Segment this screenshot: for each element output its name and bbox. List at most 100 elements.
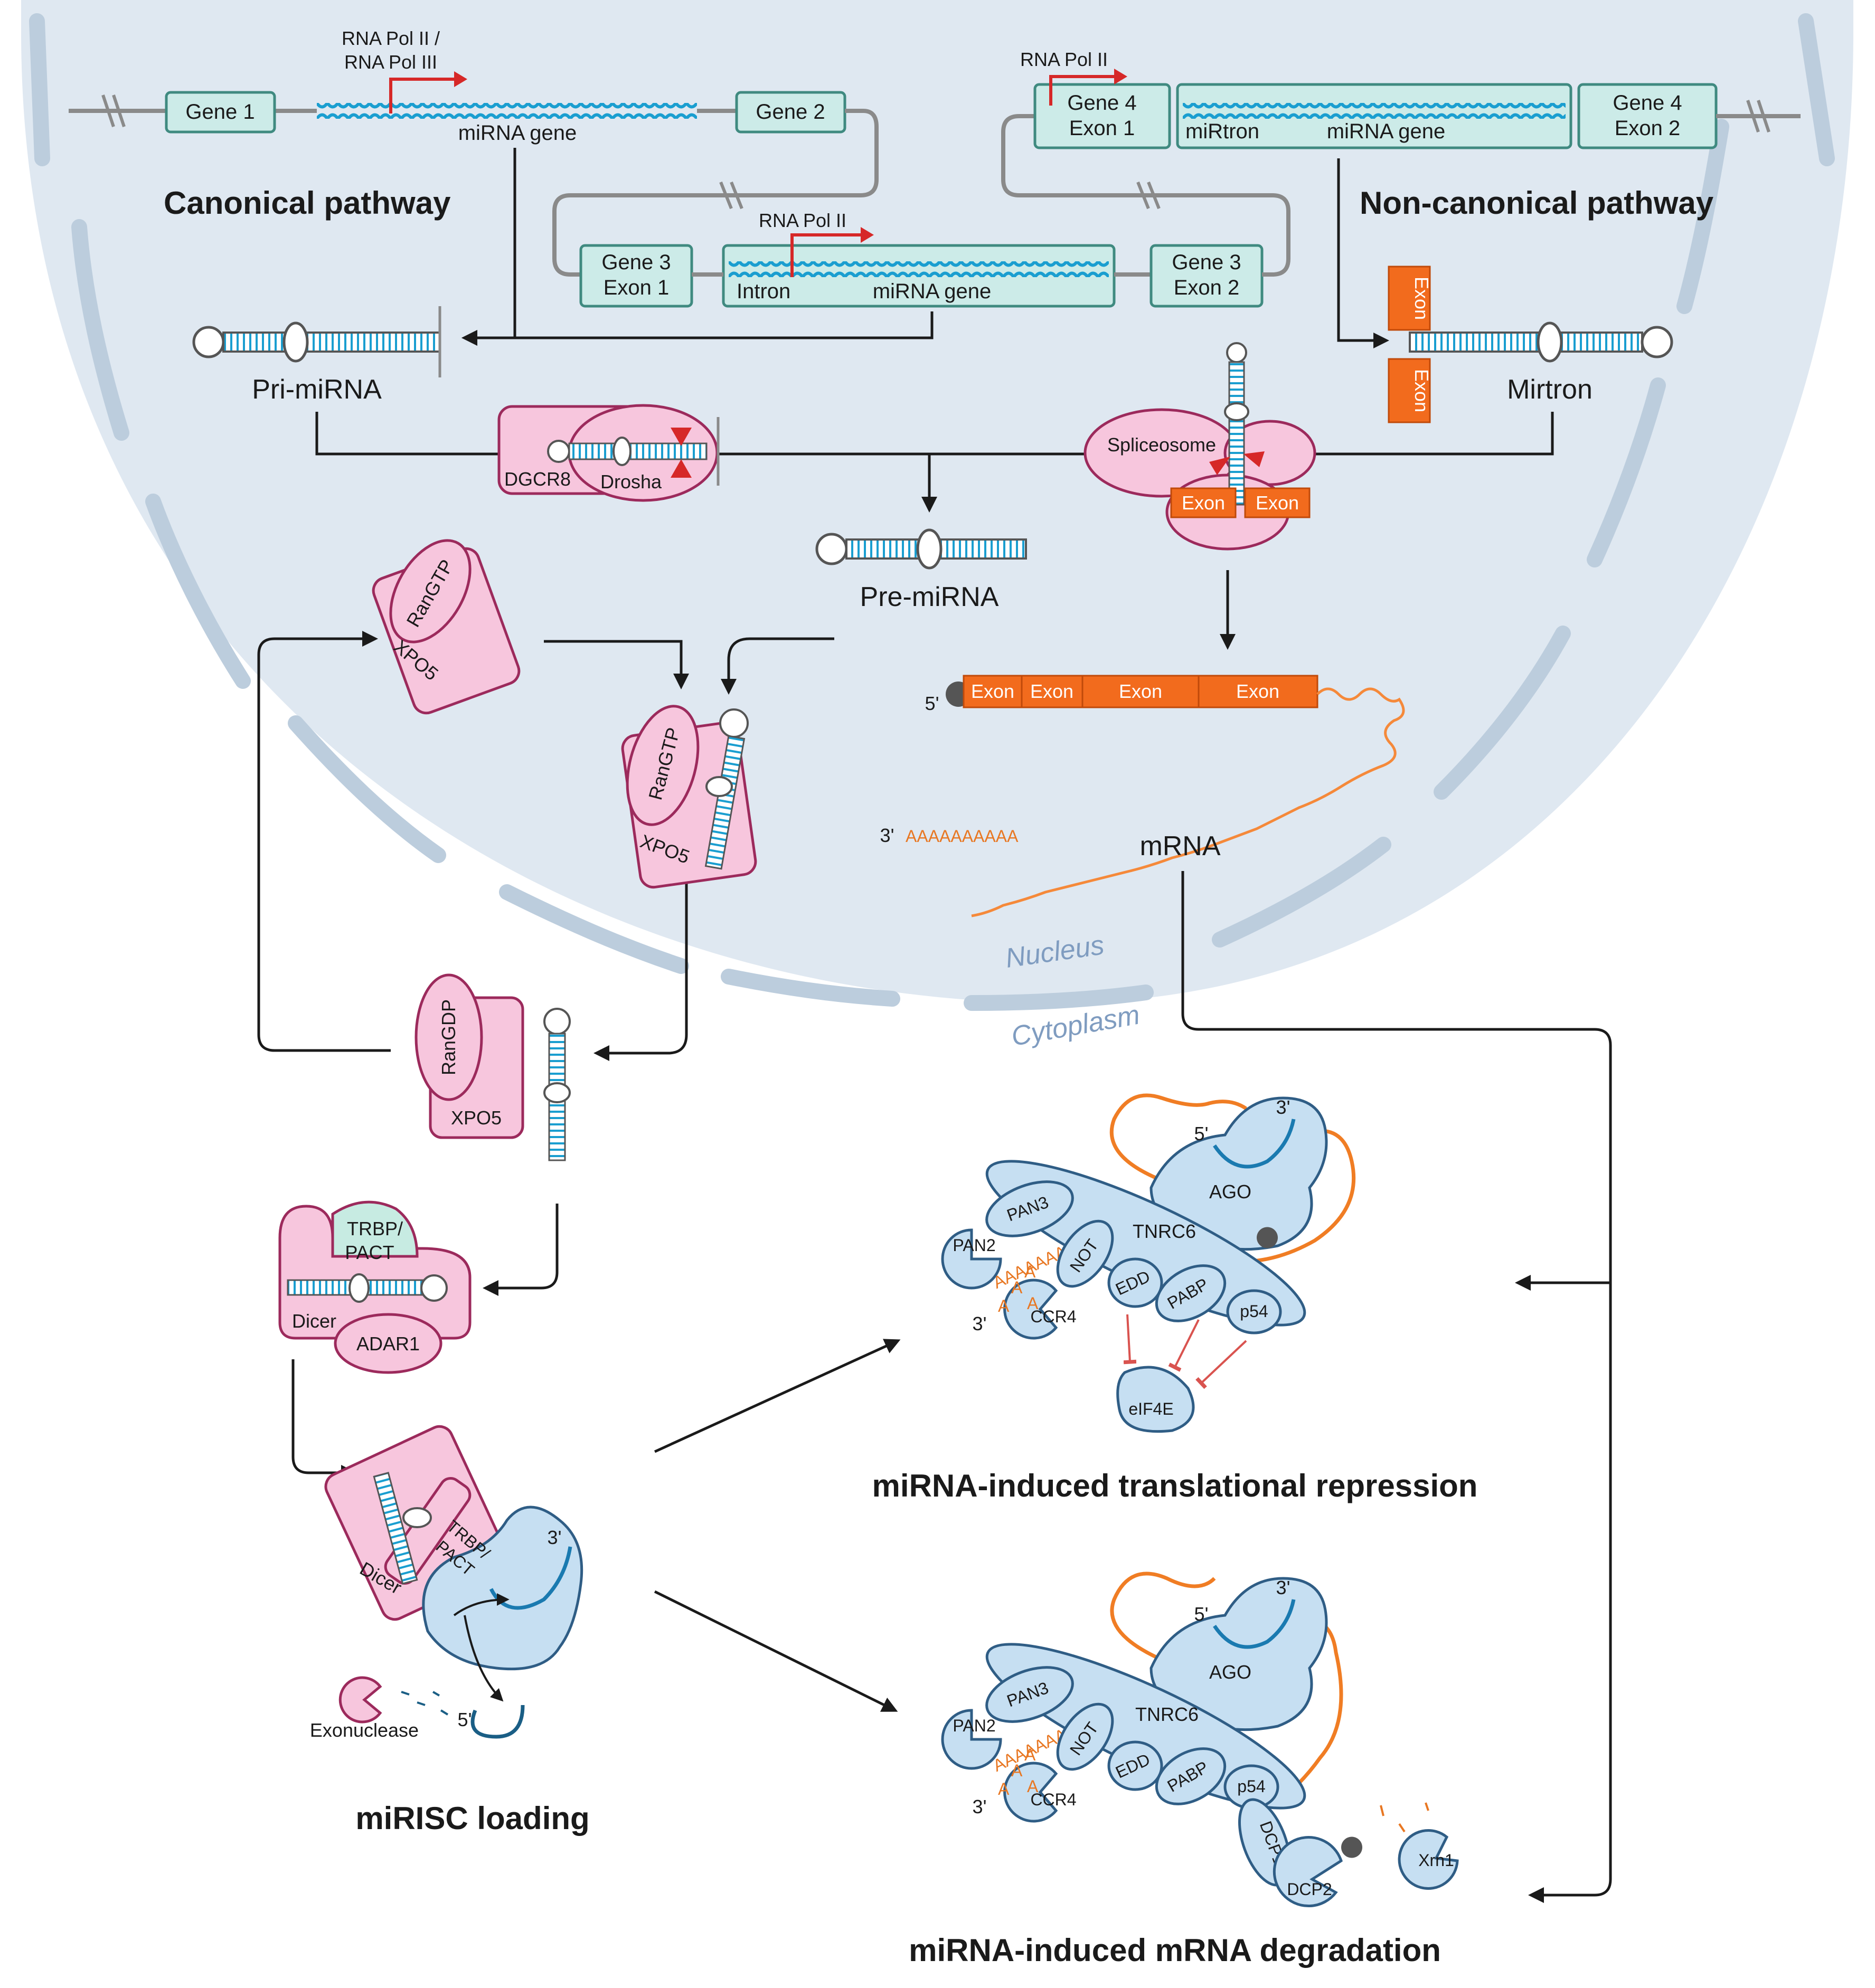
mrna-exon-2-label: Exon — [1030, 680, 1073, 702]
mrna-utr-tail — [971, 687, 1405, 917]
mirisc-ago — [422, 1506, 583, 1671]
tr-three-prime-ago: 3' — [1276, 1096, 1290, 1118]
tr-tnrc6-label: TNRC6 — [1133, 1220, 1196, 1242]
adar1 — [334, 1313, 442, 1374]
mirisc-three-prime: 3' — [548, 1527, 562, 1548]
splice-exon-right — [1244, 487, 1311, 518]
rangdp — [414, 973, 483, 1101]
connector-gene2-gene3 — [552, 109, 879, 277]
tr-mrna-loop — [1109, 1093, 1356, 1264]
tr-a1: A — [998, 1296, 1010, 1315]
nuclear-membrane — [29, 13, 1835, 1011]
pol-label-1a: RNA Pol II / — [342, 27, 440, 49]
gene4-exon2-label-b: Exon 2 — [1615, 117, 1681, 140]
tr-ccr4 — [1003, 1279, 1058, 1340]
exonuclease-label: Exonuclease — [310, 1719, 419, 1741]
drosha-cut-top — [671, 428, 692, 446]
dg-tnrc6-label: TNRC6 — [1135, 1703, 1199, 1725]
tr-pan2 — [941, 1228, 1002, 1290]
pol-arrow-1 — [389, 78, 454, 113]
dg-pan2-label: PAN2 — [953, 1716, 995, 1735]
title-canonical: Canonical pathway — [164, 185, 451, 221]
mirtron-gene-label: miRtron — [1185, 120, 1259, 143]
dg-xrn1-label: Xrn1 — [1418, 1851, 1454, 1870]
dg-pabp — [1155, 1747, 1227, 1805]
trbp-pact — [331, 1200, 419, 1258]
gene2-label: Gene 2 — [756, 100, 825, 124]
drosha-label: Drosha — [600, 471, 662, 493]
title-mirisc: miRISC loading — [355, 1801, 589, 1836]
tr-eif4e-label: eIF4E — [1128, 1399, 1173, 1418]
tr-a3: A — [1027, 1294, 1039, 1313]
xpo5-rangdp-label: XPO5 — [451, 1107, 502, 1129]
adar1-label: ADAR1 — [356, 1333, 420, 1355]
mirtron-exon-bottom-label: Exon — [1411, 369, 1433, 412]
dg-ccr4-label: CCR4 — [1030, 1790, 1076, 1809]
nucleus-body — [21, 0, 1853, 1003]
dg-ccr4 — [1003, 1762, 1058, 1823]
dicer-complex: TRBP/ PACT Dicer ADAR1 — [278, 1200, 472, 1374]
mirtron-exon-top — [1388, 266, 1431, 331]
mirisc-loading: Dicer TRBP/ PACT 3' 5' Exonuclease — [310, 1425, 583, 1741]
dg-a2: A — [1011, 1761, 1023, 1780]
nucleus — [21, 0, 1853, 1011]
dg-a4: A — [1024, 1745, 1036, 1764]
tr-ago-label: AGO — [1209, 1181, 1251, 1203]
gene1-box — [165, 91, 276, 134]
pol-arrow-3 — [1049, 75, 1114, 106]
splice-exon-left-label: Exon — [1182, 492, 1225, 514]
mrna-five-prime: 5' — [925, 693, 939, 714]
intron-label: Intron — [737, 280, 790, 303]
dg-ago-label: AGO — [1209, 1661, 1251, 1683]
tr-a4: A — [1024, 1262, 1036, 1281]
mirtron-exon-top-label: Exon — [1411, 277, 1433, 320]
dg-pan2 — [941, 1709, 1002, 1770]
xpo5-rangtp-loaded: RanGTP XPO5 — [621, 705, 757, 889]
title-degradation: miRNA-induced mRNA degradation — [909, 1933, 1441, 1968]
dg-not — [1056, 1702, 1114, 1771]
intronic-gene-row: Gene 3 Exon 1 Intron miRNA gene RNA Pol … — [579, 114, 1290, 308]
tr-a2: A — [1011, 1278, 1023, 1297]
mirtron: Exon Exon Mirtron — [1388, 266, 1673, 423]
translational-repression-complex: AGO 3' 5' TNRC6 PAN3 PAN2 AAAAAAA NOT CC… — [941, 1093, 1356, 1433]
mrna-exon-1 — [963, 675, 1023, 708]
pre-mirna-label: Pre-miRNA — [860, 582, 999, 612]
degradation-complex: AGO 3' 5' TNRC6 PAN3 PAN2 AAAAAAA NOT CC… — [941, 1572, 1459, 1908]
canonical-gene-row: Gene 1 miRNA gene RNA Pol II / RNA Pol I… — [69, 27, 879, 277]
dg-cap — [1341, 1836, 1362, 1858]
mrna-exon-1-label: Exon — [971, 680, 1014, 702]
dg-xrn1 — [1398, 1829, 1459, 1890]
mirna-gene-helix-2 — [729, 261, 1109, 277]
tr-ccr4-label: CCR4 — [1030, 1307, 1076, 1326]
gene4-exon2-label-a: Gene 4 — [1613, 91, 1682, 115]
exonuclease — [338, 1676, 382, 1724]
mirna-gene-label-2: miRNA gene — [873, 280, 992, 303]
connector-gene3-gene4 — [1001, 114, 1290, 277]
gene3-exon1-label-b: Exon 1 — [604, 276, 670, 299]
drosha-cut-bottom — [671, 459, 692, 478]
mirna-gene-helix-1 — [317, 103, 697, 119]
dg-three-prime: 3' — [973, 1796, 987, 1817]
dg-five-prime-ago: 5' — [1194, 1603, 1209, 1625]
mirisc-five-prime: 5' — [458, 1709, 472, 1730]
pri-mirna: Pri-miRNA — [192, 306, 441, 405]
mrna-polya: AAAAAAAAAA — [906, 827, 1019, 846]
pol-label-3: RNA Pol II — [1020, 49, 1108, 70]
trbp-label-b: PACT — [345, 1242, 394, 1263]
gene3-exon2-label-a: Gene 3 — [1172, 251, 1241, 274]
pathway-arrows — [257, 148, 1612, 1903]
spliceosome-complex: Spliceosome Exon Exon — [1083, 342, 1316, 551]
tr-eif4e — [1116, 1366, 1195, 1433]
xpo5-rangtp-free: RanGTP XPO5 — [372, 539, 521, 715]
mirna-gene-label-1: miRNA gene — [458, 121, 577, 145]
dg-p54-label: p54 — [1237, 1777, 1265, 1796]
mirna-gene-helix-3 — [1183, 103, 1566, 119]
splice-exon-left — [1170, 487, 1237, 518]
mirtron-exon-bottom — [1388, 358, 1431, 423]
mrna-exon-3-label: Exon — [1119, 680, 1162, 702]
dg-edd — [1107, 1740, 1163, 1791]
pol-label-1b: RNA Pol III — [344, 51, 437, 73]
tr-not — [1056, 1219, 1114, 1288]
mirtron-gene-row: Gene 4 Exon 1 RNA Pol II miRtron miRNA g… — [1020, 49, 1801, 149]
